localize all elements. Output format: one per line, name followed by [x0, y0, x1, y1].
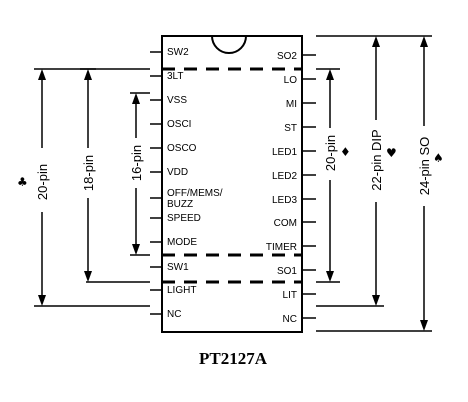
chip-body	[161, 35, 303, 333]
dim-label-bg-16	[126, 138, 146, 188]
pin-label-3lt: 3LT	[167, 71, 184, 82]
right-dim-22-pin-dip: 22-pin DIP	[369, 129, 384, 190]
right-dim-24-pin-so: 24-pin SO	[417, 137, 432, 196]
pin-label-lo: LO	[284, 75, 298, 86]
chip-title: PT2127A	[199, 349, 268, 368]
pin-label-sw1: SW1	[167, 262, 189, 273]
left-dim-18-pin: 18-pin	[81, 155, 96, 191]
pin-label-lit: LIT	[283, 290, 297, 301]
left-pin-lines	[150, 51, 162, 315]
pin-label-nc-right: NC	[283, 314, 297, 325]
dim-label-bg-24	[414, 126, 434, 206]
pin-label-led3: LED3	[272, 195, 297, 206]
pin-label-nc-left: NC	[167, 309, 181, 320]
pin-label-com: COM	[274, 218, 297, 229]
pin-label-buzz: BUZZ	[167, 199, 193, 210]
dim-label-bg-r20	[320, 128, 340, 180]
dim-label-bg-20	[32, 148, 52, 212]
pin-label-osci: OSCI	[167, 119, 191, 130]
dim-label-bg-22	[366, 120, 386, 202]
pin-label-mi: MI	[286, 99, 297, 110]
left-dim-16-pin: 16-pin	[129, 145, 144, 181]
pin-label-led2: LED2	[272, 171, 297, 182]
right-pin-lines	[302, 54, 316, 319]
pin-label-so2: SO2	[277, 51, 297, 62]
diamond-icon: ♦	[340, 145, 351, 159]
left-dim-20-pin: 20-pin	[35, 164, 50, 200]
pin-label-st: ST	[284, 123, 297, 134]
pin-label-timer: TIMER	[266, 242, 297, 253]
spade-icon: ♠	[433, 151, 444, 165]
right-dim-20-pin: 20-pin	[323, 135, 338, 171]
pin-label-mode: MODE	[167, 237, 197, 248]
club-icon: ♣	[17, 175, 28, 189]
pin-label-vdd: VDD	[167, 167, 188, 178]
pin1-notch	[211, 35, 247, 54]
pin-label-sw2: SW2	[167, 47, 189, 58]
pin-label-osco: OSCO	[167, 143, 197, 154]
pin-label-speed: SPEED	[167, 213, 201, 224]
heart-icon: ♥	[386, 146, 397, 160]
pin-label-light: LIGHT	[167, 285, 196, 296]
pin-label-led1: LED1	[272, 147, 297, 158]
dim-label-bg-18	[78, 148, 98, 198]
pin-label-so1: SO1	[277, 266, 297, 277]
pin-label-off-mems: OFF/MEMS/	[167, 188, 223, 199]
pin-label-vss: VSS	[167, 95, 187, 106]
